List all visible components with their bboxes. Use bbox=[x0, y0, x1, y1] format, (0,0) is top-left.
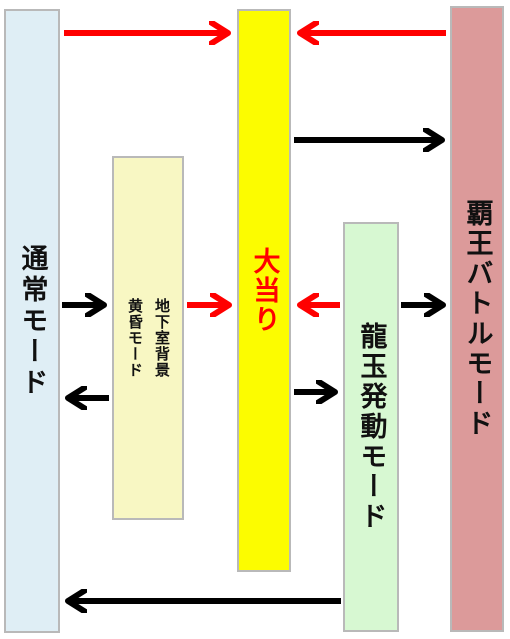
basement-background-label: 地下室背景 bbox=[153, 298, 171, 378]
normal-mode-label: 通常モード bbox=[16, 243, 48, 399]
dusk-mode-label: 黄昏モード bbox=[126, 298, 144, 378]
jackpot-box: 大当り bbox=[237, 9, 291, 572]
normal-mode-box: 通常モード bbox=[4, 9, 60, 633]
haoh-battle-mode-box: 覇王バトルモード bbox=[450, 6, 504, 632]
haoh-battle-mode-label: 覇王バトルモード bbox=[461, 199, 493, 439]
ryugyoku-mode-box: 龍玉発動モード bbox=[343, 222, 399, 632]
jackpot-label: 大当り bbox=[248, 247, 280, 334]
ryugyoku-mode-label: 龍玉発動モード bbox=[355, 322, 387, 532]
dusk-mode-box: 黄昏モード 地下室背景 bbox=[112, 156, 184, 520]
